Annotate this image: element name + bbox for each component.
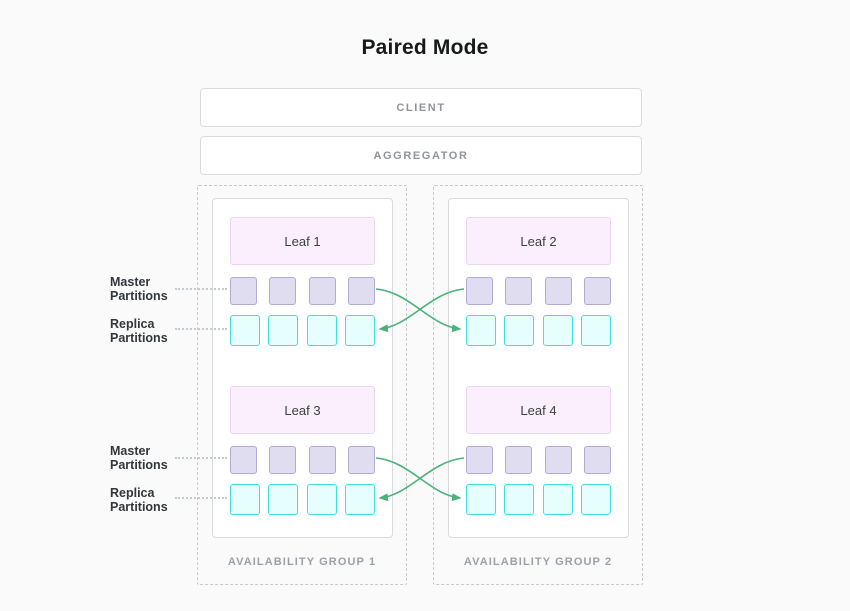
leaf-2-replica-partitions-row — [466, 315, 611, 346]
leaf-2-title: Leaf 2 — [466, 217, 611, 265]
leader-line — [175, 328, 227, 330]
replica-partition — [268, 315, 299, 346]
master-partitions-label-top: Master Partitions — [110, 275, 168, 303]
replica-partition — [466, 484, 496, 515]
aggregator-box: AGGREGATOR — [200, 136, 642, 175]
leaf-4-title: Leaf 4 — [466, 386, 611, 434]
replica-partition — [306, 315, 337, 346]
master-partition — [308, 277, 336, 305]
leaf-2-section: Leaf 2 — [466, 217, 611, 346]
leaf-3-replica-partitions-row — [230, 484, 375, 515]
replica-partitions-label-bottom: Replica Partitions — [110, 486, 168, 514]
availability-group-1-label: AVAILABILITY GROUP 1 — [227, 556, 377, 568]
master-partition — [505, 277, 533, 305]
replica-partition — [580, 315, 611, 346]
master-partition — [230, 446, 257, 474]
client-label: CLIENT — [396, 101, 446, 114]
leader-line — [175, 457, 227, 459]
master-partition — [583, 446, 611, 474]
leaf-1-replica-partitions-row — [230, 315, 375, 346]
master-partition — [505, 446, 533, 474]
master-partition — [544, 277, 572, 305]
leaf-4-master-partitions-row — [466, 446, 611, 474]
replica-partition — [306, 484, 337, 515]
leaf-1-section: Leaf 1 — [230, 217, 375, 346]
replica-partition — [268, 484, 299, 515]
leaf-container-group-2: Leaf 2 Leaf 4 — [448, 198, 629, 538]
availability-group-2: Leaf 2 Leaf 4 — [433, 185, 643, 585]
leaf-3-section: Leaf 3 — [230, 386, 375, 515]
master-partition — [308, 446, 336, 474]
leaf-2-master-partitions-row — [466, 277, 611, 305]
replica-partition — [542, 315, 573, 346]
leaf-4-section: Leaf 4 — [466, 386, 611, 515]
master-partition — [269, 446, 297, 474]
leaf-4-replica-partitions-row — [466, 484, 611, 515]
master-partition — [269, 277, 297, 305]
replica-partition — [344, 315, 375, 346]
master-partitions-label-bottom: Master Partitions — [110, 444, 168, 472]
replica-partition — [230, 484, 260, 515]
aggregator-label: AGGREGATOR — [373, 149, 469, 162]
leaf-1-title: Leaf 1 — [230, 217, 375, 265]
master-partition — [583, 277, 611, 305]
replica-partition — [504, 315, 535, 346]
master-partition — [466, 277, 493, 305]
replica-partition — [580, 484, 611, 515]
replica-partition — [344, 484, 375, 515]
leader-line — [175, 288, 227, 290]
leaf-container-group-1: Leaf 1 Leaf 3 — [212, 198, 393, 538]
page-title: Paired Mode — [361, 36, 489, 59]
availability-group-1: Leaf 1 Leaf 3 — [197, 185, 407, 585]
replica-partition — [466, 315, 496, 346]
leaf-1-master-partitions-row — [230, 277, 375, 305]
replica-partition — [230, 315, 260, 346]
master-partition — [230, 277, 257, 305]
leader-line — [175, 497, 227, 499]
master-partition — [347, 446, 375, 474]
master-partition — [544, 446, 572, 474]
client-box: CLIENT — [200, 88, 642, 127]
replica-partition — [504, 484, 535, 515]
leaf-3-master-partitions-row — [230, 446, 375, 474]
leaf-3-title: Leaf 3 — [230, 386, 375, 434]
master-partition — [466, 446, 493, 474]
replica-partitions-label-top: Replica Partitions — [110, 317, 168, 345]
availability-group-2-label: AVAILABILITY GROUP 2 — [463, 556, 613, 568]
replica-partition — [542, 484, 573, 515]
master-partition — [347, 277, 375, 305]
